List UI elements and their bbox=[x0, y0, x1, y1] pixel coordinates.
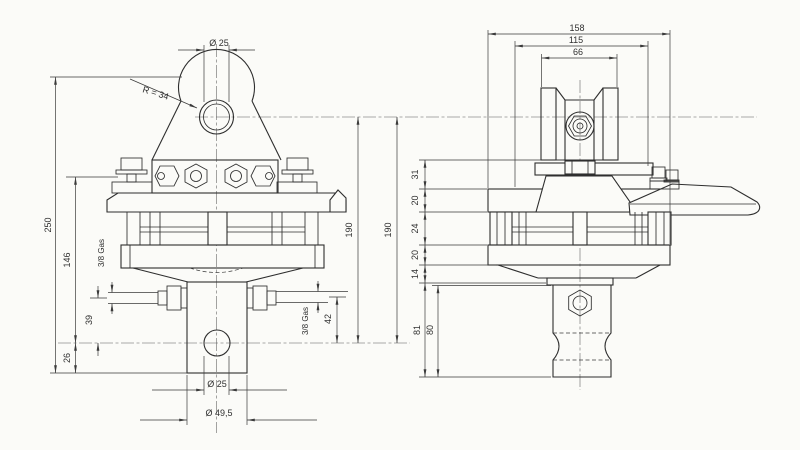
dim-pin-to-end-label: 26 bbox=[62, 353, 72, 363]
side-arm-edge bbox=[329, 189, 347, 213]
lifting-eye bbox=[151, 48, 282, 161]
dim-port-to-pin-left-label: 39 bbox=[84, 315, 94, 325]
top-nut-strip bbox=[151, 159, 279, 194]
housing-hump bbox=[535, 175, 639, 213]
dim-center-distance-front-label: 190 bbox=[344, 222, 354, 237]
dim-flange-to-pin-label: 146 bbox=[62, 252, 72, 267]
dim-eye-hole-label: Ø 25 bbox=[209, 38, 229, 48]
splined-shaft bbox=[552, 284, 612, 378]
dim-center-distance-side-label: 190 bbox=[383, 222, 393, 237]
dim-flange-width-label: 158 bbox=[569, 23, 584, 33]
dim-pin-hole-label: Ø 25 bbox=[207, 379, 227, 389]
dim-seg3-label: 24 bbox=[410, 223, 420, 233]
bearing-section bbox=[126, 211, 319, 246]
hydraulic-port-right bbox=[246, 285, 277, 311]
dim-overall-height-label: 250 bbox=[43, 217, 53, 232]
dim-seg4-label: 20 bbox=[410, 250, 420, 260]
side-flange-bolts bbox=[649, 166, 680, 190]
dim-eye-radius-label: R = 34 bbox=[141, 84, 170, 101]
dim-shaft-dia-label: Ø 49,5 bbox=[205, 408, 232, 418]
port-right-label: 3/8 Gas bbox=[301, 307, 310, 335]
flange-bolt-right bbox=[276, 157, 318, 194]
side-bearing-section bbox=[489, 211, 672, 246]
side-dimensions: 158 115 66 190 31 20 24 20 14 81 80 bbox=[383, 23, 671, 378]
front-view bbox=[106, 48, 347, 374]
dim-seg1-label: 31 bbox=[410, 169, 420, 179]
grapple-arm bbox=[628, 183, 761, 216]
side-view bbox=[487, 87, 761, 378]
flange-plate bbox=[106, 192, 347, 213]
side-lower-band bbox=[487, 244, 671, 286]
dim-shaft-length-outer-label: 81 bbox=[412, 325, 422, 335]
front-dimensions: Ø 25 R = 34 250 146 26 39 3/8 Gas 3/8 Ga… bbox=[43, 38, 360, 425]
dim-seg2-label: 20 bbox=[410, 195, 420, 205]
dim-port-to-pin-right-label: 42 bbox=[323, 314, 333, 324]
dim-fork-width-label: 66 bbox=[573, 47, 583, 57]
dim-seg5-label: 14 bbox=[410, 269, 420, 279]
dim-body-width-label: 115 bbox=[569, 35, 583, 45]
fork-nut bbox=[564, 160, 596, 175]
output-shaft bbox=[186, 281, 248, 374]
lower-band bbox=[120, 244, 325, 283]
port-left-label: 3/8 Gas bbox=[97, 239, 106, 267]
hydraulic-port-left bbox=[157, 285, 188, 311]
fork-clevis bbox=[540, 87, 619, 161]
flange-bolt-left bbox=[111, 157, 153, 194]
dim-shaft-length-inner-label: 80 bbox=[425, 325, 435, 335]
